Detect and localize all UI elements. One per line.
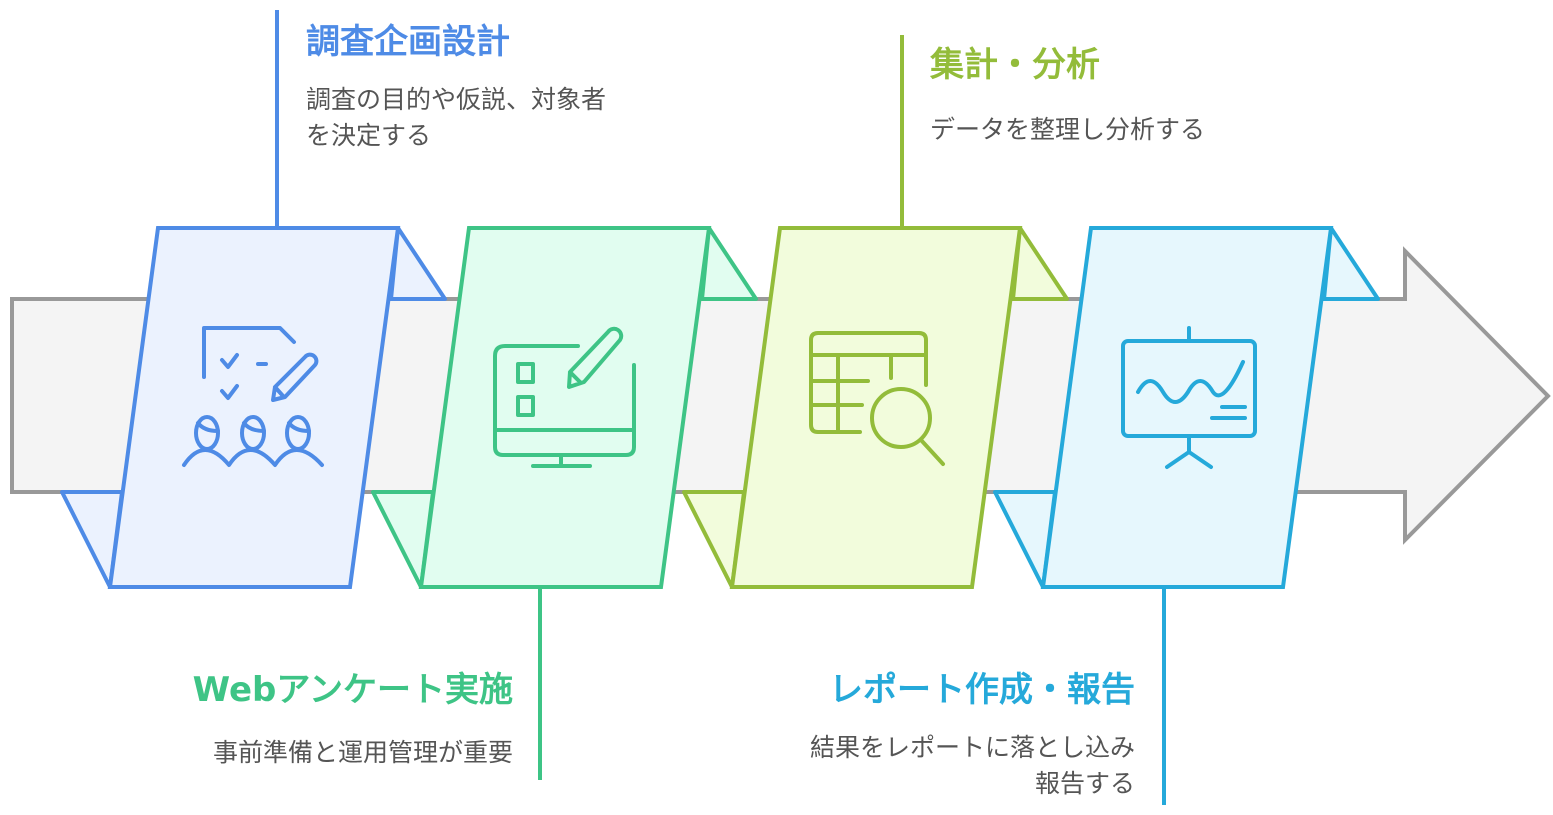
step-3-panel bbox=[682, 35, 1069, 589]
step2-title: Webアンケート実施 bbox=[192, 670, 513, 710]
computer-edit-icon bbox=[493, 326, 636, 468]
top-flap bbox=[1011, 226, 1069, 301]
step3-desc: データを整理し分析する bbox=[930, 112, 1205, 148]
step3-desc-line: データを整理し分析する bbox=[930, 115, 1206, 144]
step1-title: 調査企画設計 bbox=[306, 22, 510, 62]
step3-title: 集計・分析 bbox=[930, 45, 1100, 85]
step1-desc-line: を決定する bbox=[306, 121, 432, 150]
step-card bbox=[107, 226, 401, 589]
step4-desc-line: 報告する bbox=[1034, 769, 1135, 798]
top-flap bbox=[389, 226, 447, 301]
step1-desc-line: 調査の目的や仮説、対象者 bbox=[306, 85, 607, 114]
step2-desc: 事前準備と運用管理が重要 bbox=[213, 735, 513, 771]
table-search-icon bbox=[809, 331, 945, 466]
step4-desc-line: 結果をレポートに落とし込み bbox=[809, 733, 1135, 762]
step-4-panel bbox=[993, 226, 1380, 805]
step1-desc: 調査の目的や仮説、対象者 を決定する bbox=[306, 82, 606, 154]
step-card bbox=[418, 226, 712, 589]
step-2-panel bbox=[371, 226, 758, 780]
step-card bbox=[1040, 226, 1334, 589]
presentation-chart-icon bbox=[1121, 326, 1257, 469]
survey-team-icon bbox=[182, 326, 324, 467]
top-flap bbox=[1322, 226, 1380, 301]
step-1-panel bbox=[60, 10, 447, 589]
step4-desc: 結果をレポートに落とし込み 報告する bbox=[810, 730, 1135, 802]
top-flap bbox=[700, 226, 758, 301]
step2-desc-line: 事前準備と運用管理が重要 bbox=[212, 738, 513, 767]
step4-title: レポート作成・報告 bbox=[829, 670, 1135, 710]
